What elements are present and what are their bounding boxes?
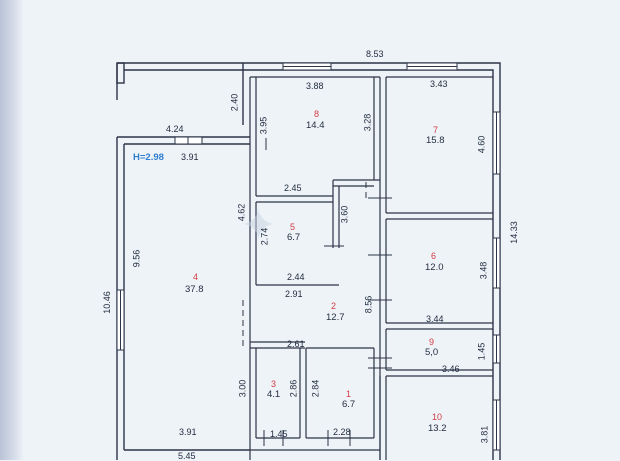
partition-room5-right [332, 180, 340, 248]
room-7-number: 7 [433, 125, 439, 135]
room-8-number: 8 [314, 109, 320, 119]
room-1-number: 1 [346, 389, 352, 399]
partition-room3-top [250, 341, 305, 349]
dim-room8-bottom: 2.45 [284, 183, 302, 193]
dim-room3-left: 3.00 [237, 379, 248, 398]
dim-room8-left: 3.95 [258, 116, 269, 135]
partition-room5-bottom [255, 202, 339, 286]
dim-room9-bottom: 3.46 [442, 364, 460, 374]
room-10-area: 13.2 [428, 423, 447, 434]
door-ticks [263, 138, 392, 446]
dim-room6-bottom: 3.44 [426, 314, 444, 324]
dim-top-total: 8.53 [366, 49, 384, 59]
partition-room9-bottom [385, 329, 493, 377]
dim-top-left-vertical: 2.40 [229, 93, 240, 112]
partition-room6-bottom [385, 219, 493, 330]
dim-room5-bottom: 2.44 [287, 272, 305, 282]
partition-hall-top [333, 179, 380, 187]
partition-room10-left [379, 376, 387, 460]
dim-right-total: 14.33 [508, 221, 519, 244]
windows [116, 62, 501, 451]
room-9-area: 5,0 [425, 347, 439, 358]
door-openings [242, 182, 367, 350]
room-7-area: 15.8 [426, 135, 445, 146]
room-2-area: 12.7 [326, 312, 345, 323]
interior-walls [249, 76, 493, 460]
room-6-area: 12.0 [425, 262, 444, 273]
dim-room4-inner-height: 9.56 [131, 249, 142, 268]
dim-overall-height: 10.46 [101, 291, 112, 314]
room-2-number: 2 [331, 301, 337, 311]
room-9-number: 9 [429, 337, 435, 347]
partition-room1-walls [306, 348, 375, 439]
dim-room3-bottom: 1.45 [270, 429, 288, 439]
wall-outline-top-right [117, 62, 501, 460]
dim-room1-bottom: 2.28 [333, 427, 351, 437]
dim-room3-top: 2.61 [287, 339, 305, 349]
dim-room9-right: 1.45 [476, 342, 487, 361]
room-4-number: 4 [193, 272, 199, 282]
ceiling-height-label: H=2.98 [133, 152, 164, 163]
room-10-number: 10 [432, 412, 443, 422]
partition-room8-bottom [256, 195, 333, 203]
scan-page-edge [0, 0, 24, 460]
dim-room10-right: 3.81 [479, 425, 490, 444]
dim-room4-bottom: 3.91 [179, 427, 197, 437]
wall-inner-top-right [124, 69, 494, 460]
room-8-area: 14.4 [306, 120, 325, 131]
room-1-area: 6.7 [342, 399, 356, 410]
room-3-number: 3 [271, 379, 277, 389]
dim-room7-top: 3.43 [430, 79, 448, 89]
dim-room4-partition: 4.62 [236, 203, 247, 222]
dim-left-window: 3.91 [181, 152, 199, 162]
dim-room3-right: 2.86 [288, 379, 299, 398]
dim-bottom-partial: 5.45 [178, 451, 196, 461]
wall-corner-tl [116, 62, 125, 84]
dim-room5-right: 3.60 [339, 205, 350, 224]
watermark-mark: ✦ [240, 201, 277, 250]
dim-corridor-right: 8.56 [363, 295, 374, 314]
partition-room3-walls [255, 348, 300, 439]
room-3-area: 4.1 [267, 389, 281, 400]
dim-room8-top: 3.88 [306, 81, 324, 91]
room-6-number: 6 [431, 251, 437, 261]
partition-room7-bottom [386, 212, 493, 220]
room-5-number: 5 [290, 222, 296, 232]
room-5-area: 6.7 [287, 232, 301, 243]
partition-room1-left [299, 348, 307, 438]
dim-room7-right: 4.60 [476, 135, 487, 154]
dim-room5-left: 2.74 [259, 227, 270, 246]
dim-room1-left: 2.84 [310, 379, 321, 398]
dim-left-wall-top: 4.24 [166, 124, 184, 134]
room-4-area: 37.8 [185, 284, 204, 295]
dim-room6-right: 3.48 [478, 261, 489, 280]
dim-room8-right: 3.28 [362, 113, 373, 132]
dim-corridor-top: 2.91 [285, 289, 303, 299]
